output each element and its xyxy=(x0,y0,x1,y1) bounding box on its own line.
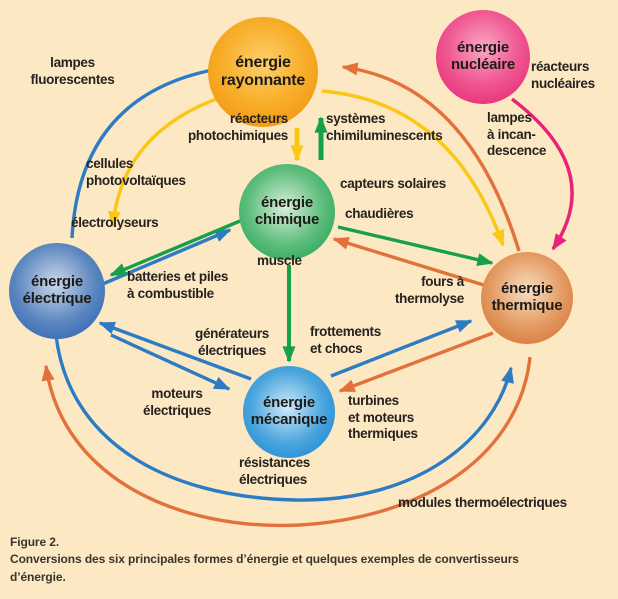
label-capteurs-solaires: capteurs solaires xyxy=(340,176,446,191)
node-energie-electrique: énergie électrique xyxy=(9,243,105,339)
arrow-turbines-moteurs xyxy=(338,331,494,393)
label-systemes-chimiluminescents: systèmes chimiluminescents xyxy=(326,111,443,143)
node-energie-mecanique: énergie mécanique xyxy=(243,366,335,458)
label-frottements-chocs: frottements et chocs xyxy=(310,324,381,356)
arrow-lampes-incandescence xyxy=(341,62,521,252)
arrow-lampes-fluorescentes xyxy=(70,62,232,239)
label-chaudieres: chaudières xyxy=(345,206,414,221)
label-lampes-incandescence: lampes à incan- descence xyxy=(487,110,547,159)
label-muscle: muscle xyxy=(257,253,302,268)
arrow-cellules-photovoltaiques xyxy=(107,92,232,228)
node-energie-thermique: énergie thermique xyxy=(481,252,573,344)
label-lampes-fluorescentes: lampes fluorescentes xyxy=(30,55,115,87)
node-energie-rayonnante: énergie rayonnante xyxy=(208,17,318,127)
label-cellules-photovoltaiques: cellules photovoltaïques xyxy=(86,156,186,188)
arrow-batteries-piles xyxy=(109,219,241,277)
label-batteries-piles: batteries et piles à combustible xyxy=(127,269,229,301)
label-modules-thermoelectriques: modules thermoélectriques xyxy=(398,495,567,510)
arrow-frottements-chocs xyxy=(330,319,473,378)
arrow-moteurs-electriques xyxy=(110,333,231,391)
arrow-modules-thermoelectriques xyxy=(41,356,532,528)
arrow-capteurs-solaires xyxy=(321,89,505,247)
arrow-resistances-electriques xyxy=(54,334,514,502)
figure-caption: Figure 2. Conversions des six principale… xyxy=(10,535,519,584)
label-turbines-moteurs: turbines et moteurs thermiques xyxy=(348,393,418,442)
node-energie-nucleaire: énergie nucléaire xyxy=(436,10,530,104)
label-reacteurs-photochimiques: réacteurs photochimiques xyxy=(187,111,288,143)
label-moteurs-electriques: moteurs électriques xyxy=(143,386,211,418)
arrow-electrolyseurs xyxy=(97,228,232,288)
arrow-fours-thermolyse xyxy=(332,237,501,292)
label-reacteurs-nucleaires: réacteurs nucléaires xyxy=(531,59,595,91)
label-electrolyseurs: électrolyseurs xyxy=(71,215,159,230)
arrow-chaudieres xyxy=(337,225,494,267)
arrow-reacteurs-nucleaires xyxy=(510,97,574,251)
arrow-generateurs-electriques xyxy=(98,321,252,381)
label-resistances-electriques: résistances électriques xyxy=(239,455,311,487)
label-generateurs-electriques: générateurs électriques xyxy=(195,326,269,358)
node-energie-chimique: énergie chimique xyxy=(239,164,335,260)
label-fours-thermolyse: fours à thermolyse xyxy=(394,274,464,306)
